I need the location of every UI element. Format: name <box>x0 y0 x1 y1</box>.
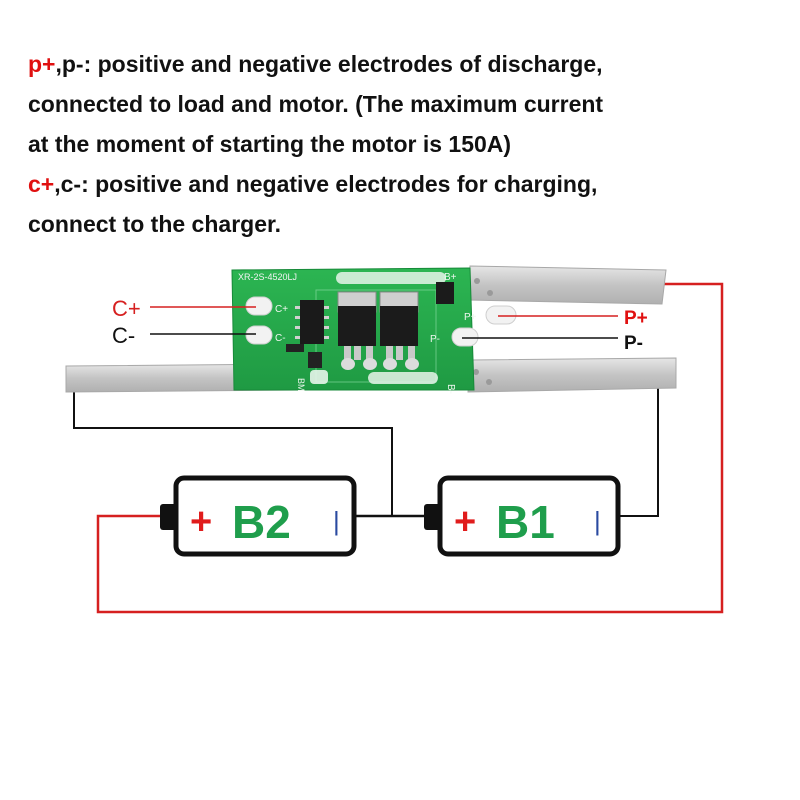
c-plus-key: c+ <box>28 171 55 197</box>
battery-b2-name: B2 <box>232 496 291 548</box>
diode <box>436 282 454 304</box>
mosfet-left <box>337 291 377 370</box>
c-minus-label: C- <box>112 323 135 348</box>
svg-text:C-: C- <box>275 333 286 344</box>
description-line-1-rest: ,p-: positive and negative electrodes of… <box>55 51 603 77</box>
battery-b2-plus-sign: + <box>190 501 212 543</box>
pcb-board: XR-2S-4520LJ C+ C- BM <box>231 267 517 394</box>
svg-text:P+: P+ <box>464 312 477 323</box>
pad-p-plus: P+ <box>464 305 517 325</box>
mosfet-right <box>379 291 419 370</box>
pad-b-minus-label: B- <box>445 384 456 394</box>
battery-b1: + B1 | <box>424 475 621 557</box>
protection-ic <box>295 300 329 344</box>
pad-c-plus: C+ <box>245 296 288 316</box>
p-plus-label: P+ <box>624 308 648 329</box>
pad-bm-label: BM <box>296 378 306 392</box>
capacitor <box>308 352 322 368</box>
description-line-2: connected to load and motor. (The maximu… <box>28 91 604 117</box>
p-plus-key: p+ <box>28 51 56 77</box>
pcb-silkscreen-label: XR-2S-4520LJ <box>238 272 297 282</box>
description-line-5: connect to the charger. <box>28 211 282 237</box>
red-wire-b-plus-to-b2 <box>96 282 724 614</box>
svg-text:P-: P- <box>430 334 440 345</box>
description-line-4-rest: ,c-: positive and negative electrodes fo… <box>54 171 598 197</box>
black-wire-series-link <box>73 388 430 518</box>
description-line-1: p+,p-: positive and negative electrodes … <box>28 44 788 84</box>
battery-b2-minus-mark: | <box>333 506 340 536</box>
resistor <box>286 344 304 352</box>
description-line-4: c+,c-: positive and negative electrodes … <box>28 164 788 204</box>
battery-b2: + B2 | <box>160 475 357 557</box>
svg-text:C+: C+ <box>275 304 288 315</box>
black-wire-b-minus-to-b1 <box>616 388 659 517</box>
c-plus-label: C+ <box>112 296 141 321</box>
battery-b1-name: B1 <box>496 496 555 548</box>
battery-b1-plus-sign: + <box>454 501 476 543</box>
pad-b-plus-label: B+ <box>444 272 457 283</box>
pad-c-minus: C- <box>245 325 286 345</box>
nickel-strip-b-plus <box>467 265 667 305</box>
description-line-3: at the moment of starting the motor is 1… <box>28 131 512 157</box>
battery-b1-minus-mark: | <box>594 506 601 536</box>
p-minus-label: P- <box>624 333 643 354</box>
description-text: p+,p-: positive and negative electrodes … <box>28 44 788 244</box>
pad-p-minus: P- <box>430 327 479 347</box>
nickel-strip-b-minus <box>467 357 677 393</box>
